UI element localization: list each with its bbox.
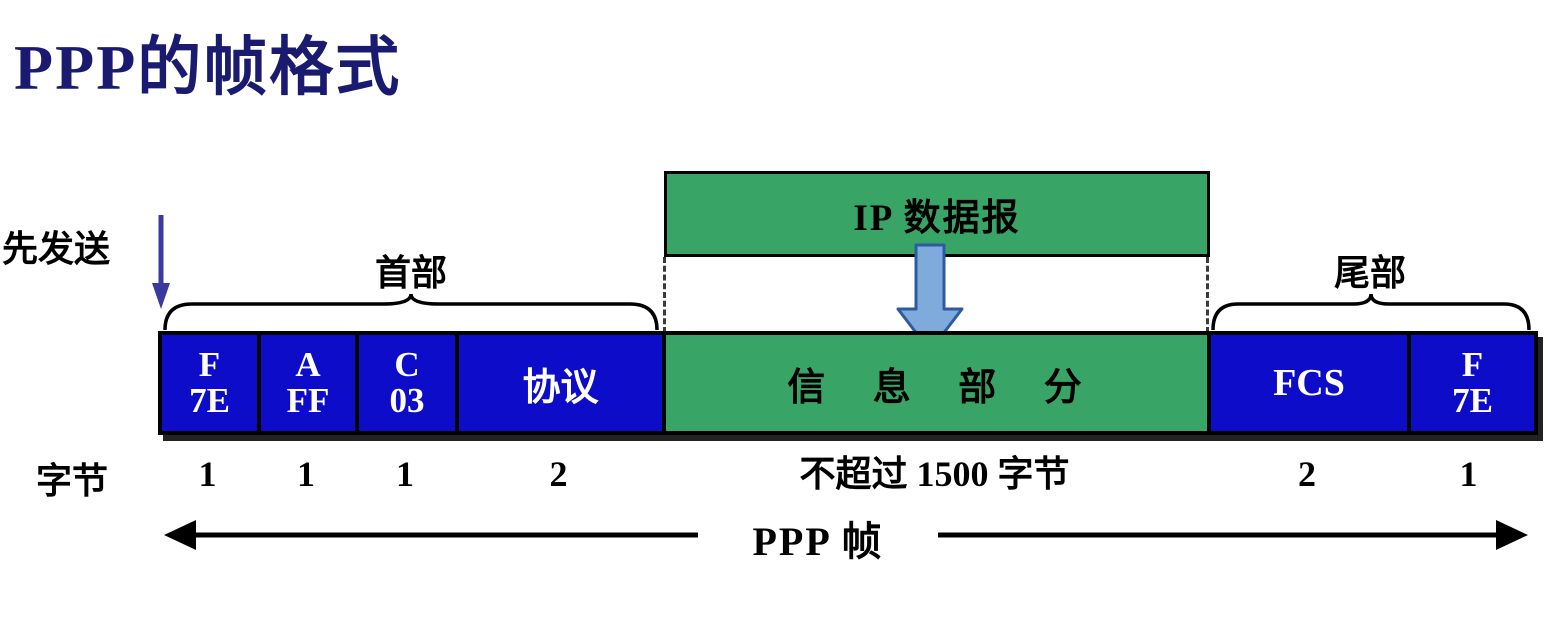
send-first-arrow-icon [152, 215, 170, 309]
field-address: A FF [261, 335, 359, 431]
byte-counts-row: 1 1 1 2 不超过 1500 字节 2 1 [158, 450, 1538, 498]
field-flag-start-line2: 7E [189, 381, 230, 420]
bytes-flag-end: 1 [1459, 454, 1478, 494]
bytes-fcs: 2 [1298, 454, 1316, 494]
field-protocol: 协议 [459, 335, 666, 431]
field-flag-end-line1: F [1461, 345, 1484, 385]
field-control: C 03 [359, 335, 459, 431]
ppp-frame-span-arrow-icon [164, 520, 1528, 550]
header-brace-icon [163, 293, 659, 331]
page-title: PPP的帧格式 [14, 32, 402, 103]
ip-datagram-box: IP 数据报 [664, 171, 1210, 257]
trailer-brace-icon [1211, 293, 1531, 331]
bytes-control: 1 [396, 454, 414, 494]
bytes-information: 不超过 1500 字节 [799, 454, 1070, 494]
field-control-line2: 03 [389, 381, 425, 420]
bytes-address: 1 [297, 454, 315, 494]
dashed-connector-left [663, 257, 666, 333]
ppp-frame-row: F 7E A FF C 03 协议 信 息 部 分 FCS F 7E [158, 331, 1538, 435]
dashed-connector-right [1206, 257, 1209, 333]
header-label: 首部 [375, 253, 448, 293]
field-flag-end-line2: 7E [1452, 381, 1493, 420]
field-information: 信 息 部 分 [666, 335, 1211, 431]
field-flag-start-line1: F [198, 345, 221, 385]
trailer-label: 尾部 [1334, 253, 1407, 293]
field-information-label: 信 息 部 分 [787, 366, 1086, 409]
field-protocol-label: 协议 [522, 366, 599, 409]
field-address-line2: FF [286, 381, 330, 420]
down-arrow-icon [896, 243, 964, 353]
bytes-protocol: 2 [549, 454, 568, 494]
field-fcs-label: FCS [1273, 362, 1345, 404]
field-fcs: FCS [1211, 335, 1411, 431]
ppp-frame-label: PPP 帧 [752, 519, 884, 564]
byte-unit-label: 字节 [36, 461, 109, 501]
field-control-line1: C [394, 345, 420, 385]
bytes-flag-start: 1 [198, 454, 217, 494]
ppp-frame-span: PPP 帧 [160, 505, 1532, 565]
field-flag-end: F 7E [1411, 335, 1534, 431]
field-address-line1: A [295, 345, 321, 385]
field-flag-start: F 7E [162, 335, 261, 431]
ip-datagram-label: IP 数据报 [853, 198, 1021, 239]
send-first-label: 先发送 [2, 229, 111, 269]
